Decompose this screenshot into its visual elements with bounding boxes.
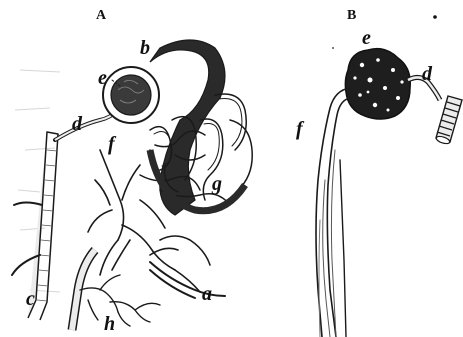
- label-a-d: d: [72, 113, 83, 135]
- tubule-b-f: [316, 88, 350, 337]
- stray-speck: [332, 47, 334, 49]
- stray-dot: [433, 15, 437, 19]
- glomerulus-e: [103, 67, 159, 123]
- label-a-c: c: [26, 288, 35, 310]
- label-b-f: f: [296, 118, 305, 140]
- label-a-b: b: [140, 37, 150, 59]
- panel-b: B: [296, 8, 462, 337]
- label-b-d: d: [422, 63, 433, 85]
- panel-a-title: A: [96, 8, 107, 23]
- label-a-e: e: [98, 67, 107, 89]
- label-a-h: h: [104, 313, 115, 335]
- cut-vessel-b: [435, 96, 462, 145]
- label-a-a: a: [202, 283, 212, 305]
- panel-a: A: [12, 8, 252, 335]
- branching-vessels: [88, 150, 210, 292]
- label-a-g: g: [211, 173, 222, 195]
- panel-b-title: B: [347, 8, 356, 23]
- label-b-e: e: [362, 27, 371, 49]
- glomerulus-b: [345, 49, 410, 119]
- label-a-f: f: [108, 133, 117, 155]
